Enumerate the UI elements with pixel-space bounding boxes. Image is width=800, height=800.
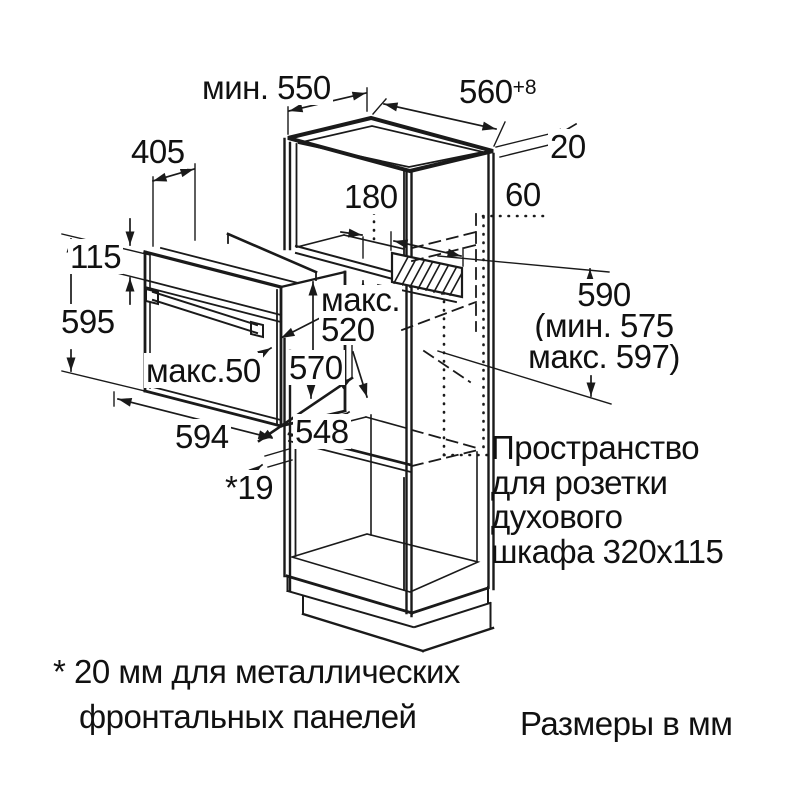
- dimension-lines: [61, 87, 612, 480]
- dim-180-label: 180: [342, 178, 400, 215]
- footnote-line1: * 20 мм для металлических: [53, 653, 460, 690]
- oven-handle-bar: [151, 290, 259, 335]
- socket-space-note: Пространство для розетки духового шкафа …: [491, 429, 724, 570]
- dim-20-label: 20: [548, 128, 588, 165]
- dim-560-label: 560+8: [457, 74, 539, 109]
- dim-max-520-word: макс.: [319, 281, 403, 318]
- socket-space-dotted-lines: [372, 211, 551, 457]
- dim-595-label: 595: [59, 303, 117, 340]
- footnote-line2: фронтальных панелей: [79, 698, 417, 735]
- dim-590-value: 590: [575, 276, 633, 313]
- dim-max-520-value: 520: [319, 311, 377, 348]
- socket-note-line2: для розетки: [491, 463, 668, 501]
- vent-hatch: [390, 251, 464, 299]
- oven-outline: [143, 232, 347, 428]
- oven-handle-right-cap: [250, 320, 264, 339]
- dim-60-label: 60: [503, 176, 543, 213]
- units-note: Размеры в мм: [520, 705, 733, 742]
- socket-note-line3: духового: [491, 498, 623, 535]
- socket-note-line1: Пространство: [491, 429, 700, 466]
- dim-max-520-label: макс. 520: [319, 281, 403, 348]
- dim-min-550-label: мин. 550: [200, 69, 333, 106]
- socket-note-line4: шкафа 320x115: [491, 532, 724, 570]
- dim-405-label: 405: [129, 133, 187, 170]
- dim-590-label: 590 (мин. 575 макс. 597): [516, 276, 692, 375]
- dim-19-label: *19: [223, 469, 276, 506]
- dim-590-min: (мин. 575: [532, 307, 676, 344]
- hidden-edges: [400, 213, 480, 468]
- dim-115-label: 115: [68, 238, 124, 275]
- dim-548-label: 548: [293, 413, 351, 450]
- dim-590-max: макс. 597): [526, 338, 682, 375]
- dim-max-50-label: макс.50: [144, 352, 263, 389]
- dim-594-label: 594: [173, 418, 231, 455]
- dim-560-value: 560: [459, 73, 513, 110]
- dim-560-tolerance: +8: [512, 76, 537, 99]
- dim-570-label: 570: [287, 349, 345, 386]
- metal-front-footnote: * 20 мм для металлических фронтальных па…: [53, 649, 460, 739]
